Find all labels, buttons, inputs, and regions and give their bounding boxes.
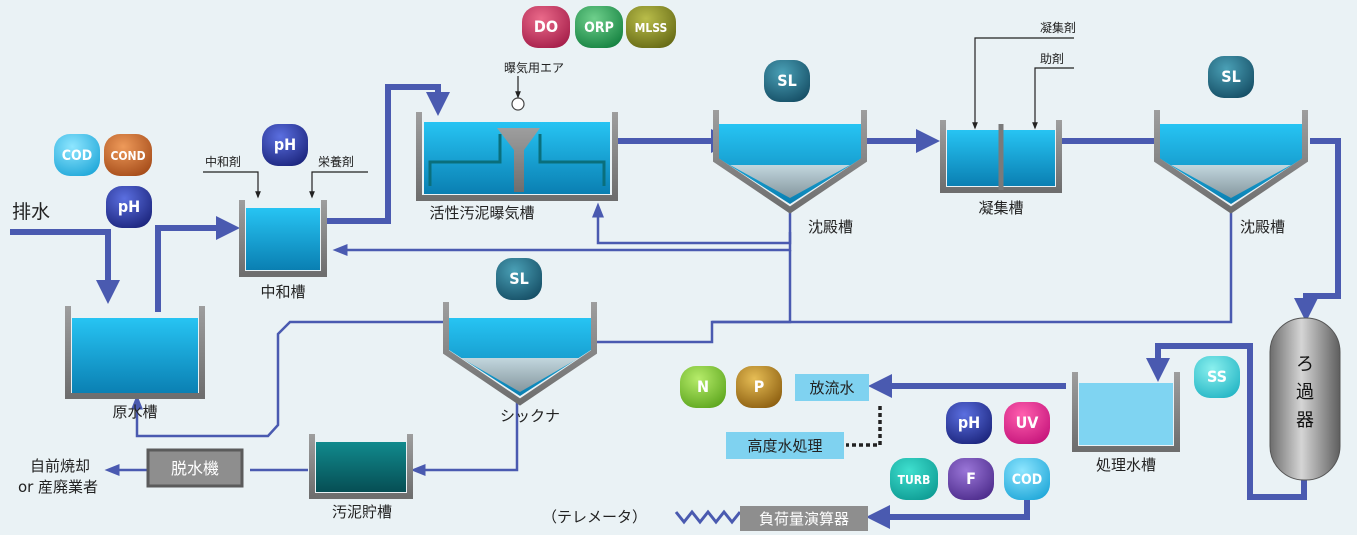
cod1-badge-label: COD [62,148,92,164]
sludge-tank-label: 汚泥貯槽 [332,503,392,521]
mlss-badge [626,6,676,48]
sl2-badge-label: SL [1221,67,1241,86]
advanced-dotted-link [846,406,882,447]
neutral-tank-label: 中和槽 [260,283,305,301]
treated-tank-label: 処理水槽 [1096,456,1156,474]
settling1-label: 沈殿槽 [808,218,853,236]
filter-label-1: ろ [1296,354,1314,375]
disposal-label-1: 自前焼却 [30,457,90,475]
sl1-badge [764,60,810,102]
ph1-badge-label: pH [118,197,140,216]
discharge-label: 放流水 [809,379,854,397]
sludge-storage-tank [309,434,413,499]
uv-badge [1004,402,1050,444]
sl1-badge-label: SL [777,71,797,90]
dewatering-machine [146,448,244,488]
thickener-tank [443,302,597,406]
neutral-to-aeration-pipe [322,84,450,224]
ph1-badge [106,186,152,228]
settling-tank-1 [713,110,867,214]
coag-dosing-lines [972,37,1074,130]
dewater-label: 脱水機 [171,459,219,478]
f-badge [948,458,994,500]
discharge-box [795,374,869,401]
filter-to-treated-pipe [1146,343,1307,500]
sl3-badge-label: SL [509,269,529,288]
aeration-tank [416,76,618,201]
ph3-badge [946,402,992,444]
orp-badge-label: ORP [584,20,614,36]
inflow-pipe [10,229,120,304]
neutralizer-label: 中和剤 [205,154,241,169]
settling2-label: 沈殿槽 [1240,218,1285,236]
coag-tank-label: 凝集槽 [978,199,1023,217]
do-badge-label: DO [534,17,558,36]
load-calc-label: 負荷量演算器 [759,510,849,528]
advanced-label: 高度水処理 [747,437,822,455]
cod1-badge [54,134,100,176]
svg-text:器: 器 [1296,410,1314,431]
coagulant-label: 凝集剤 [1040,20,1076,35]
raw-tank-label: 原水槽 [112,403,157,421]
f-badge-label: F [966,469,976,488]
sensor-badges: COD COND pH pH DO ORP MLSS SL SL SL SS pH UV TURB F COD… [54,6,1254,500]
aeration-air-label: 曝気用エア [504,60,564,75]
treated-water-tank [1072,372,1180,452]
n-badge-label: N [697,377,709,396]
orp-badge [575,6,623,48]
ph2-badge [262,124,308,166]
sl2-badge [1208,56,1254,98]
n-badge [680,366,726,408]
ph3-badge-label: pH [958,413,980,432]
ph2-badge-label: pH [274,135,296,154]
filter-vessel [1269,317,1341,481]
telemeter-signal-zigzag [674,509,742,525]
cod2-badge-label: COD [1012,472,1042,488]
aid-label: 助剤 [1040,51,1064,66]
coagulation-tank [940,120,1062,193]
raw-to-neutral-pipe [155,216,240,312]
mlss-badge-label: MLSS [635,21,668,35]
turb-badge-label: TURB [898,473,931,487]
inflow-label: 排水 [12,201,50,223]
cond-badge [104,134,152,176]
neutralization-tank [239,200,327,277]
svg-text:過: 過 [1296,382,1314,403]
p-badge-label: P [754,377,765,396]
load-calc-box [740,506,868,531]
ss-badge-label: SS [1207,367,1227,386]
chemical-dosing-lines [203,171,368,199]
thickener-label: シックナ [500,407,560,425]
advanced-treatment-box [726,432,844,459]
sludge-pipes [104,202,1233,476]
uv-badge-label: UV [1016,413,1040,432]
cond-badge-label: COND [110,149,145,163]
cod2-badge [1004,458,1050,500]
aeration-tank-label: 活性汚泥曝気槽 [429,204,534,222]
telemeter-label: （テレメータ） [542,508,647,526]
p-badge [736,366,782,408]
disposal-label-2: or 産廃業者 [18,478,98,496]
settling-to-filter-pipe [1294,138,1341,322]
nutrient-label: 栄養剤 [318,154,354,169]
ss-badge [1194,356,1240,398]
do-badge [522,6,570,48]
sl3-badge [496,258,542,300]
main-flow-pipes [10,84,1341,529]
raw-water-tank [65,306,205,399]
settling-tank-2 [1154,110,1308,214]
turb-badge [890,458,938,500]
